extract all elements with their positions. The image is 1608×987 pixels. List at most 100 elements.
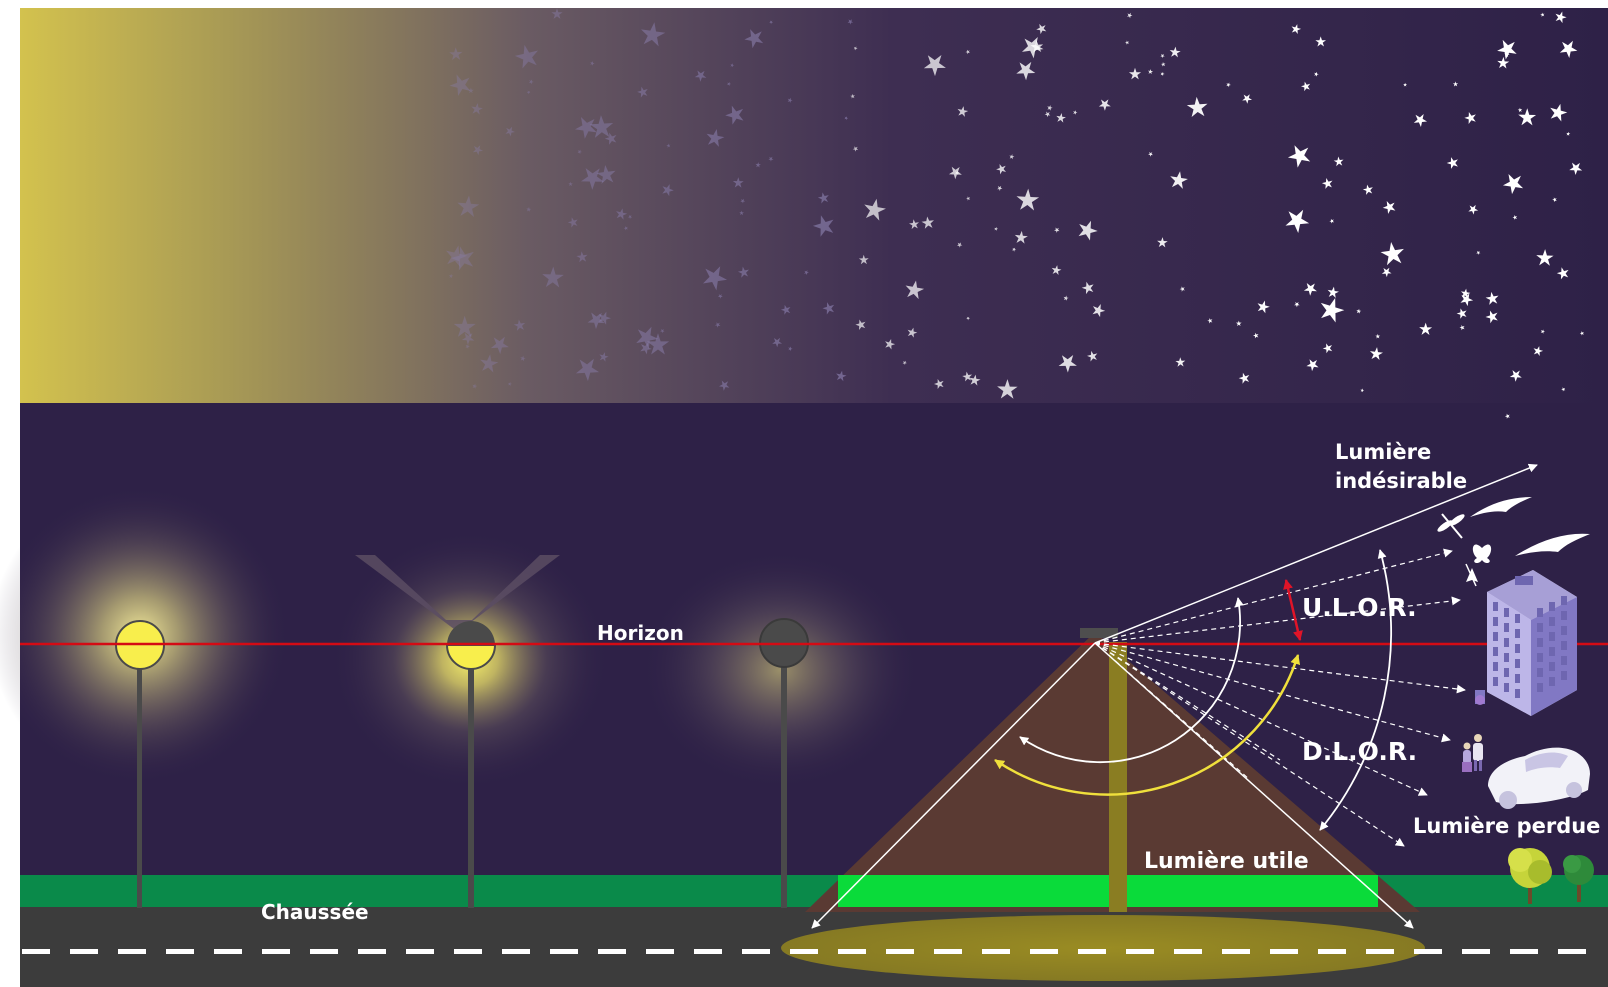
road-dash: [886, 949, 914, 954]
building-window: [1504, 668, 1509, 677]
lamp2-pole: [468, 655, 474, 908]
road-dash: [358, 949, 386, 954]
car-icon: [1488, 747, 1590, 809]
dlor-label: D.L.O.R.: [1302, 737, 1417, 766]
building-window: [1515, 614, 1520, 623]
building-window: [1504, 638, 1509, 647]
road-dash: [70, 949, 98, 954]
road-dash: [1270, 949, 1298, 954]
road-dash: [742, 949, 770, 954]
dashed-ray-1: [1094, 548, 1453, 644]
road-dash: [1222, 949, 1250, 954]
road-dash: [838, 949, 866, 954]
roadway-label: Chaussée: [261, 900, 369, 924]
road-dash: [1414, 949, 1442, 954]
road-dash: [646, 949, 674, 954]
building-window: [1549, 677, 1555, 686]
road-centerline: [22, 949, 1586, 954]
building-window: [1549, 617, 1555, 626]
road-dash: [1462, 949, 1490, 954]
building-window: [1493, 632, 1498, 641]
road-dash: [118, 949, 146, 954]
main-lamp-pole: [1109, 642, 1127, 912]
road-dash: [1366, 949, 1394, 954]
building-window: [1504, 653, 1509, 662]
lamp2-upward-beams: [355, 555, 560, 632]
building-window: [1515, 689, 1520, 698]
road-dash: [454, 949, 482, 954]
moth-icon: [1465, 563, 1478, 587]
lost-light-label: Lumière perdue: [1413, 814, 1600, 838]
useful-light-pool: [781, 915, 1425, 981]
road-dash: [22, 949, 50, 954]
building-icon: [1475, 570, 1577, 716]
building-window: [1515, 629, 1520, 638]
building-window: [1537, 638, 1543, 647]
bird-icon: [1470, 497, 1532, 517]
building-window: [1561, 596, 1567, 605]
building-window: [1561, 656, 1567, 665]
road-dash: [1126, 949, 1154, 954]
lamp2-shade: [447, 621, 495, 645]
lamp2-globe: [445, 644, 497, 670]
building-window: [1493, 662, 1498, 671]
road-dash: [262, 949, 290, 954]
dashed-ray-2: [1094, 596, 1461, 644]
unwanted-light-label-line1: Lumière: [1335, 440, 1431, 464]
unwanted-light-label-line2: indésirable: [1335, 469, 1467, 493]
butterfly-icon: [1472, 544, 1492, 564]
road-dash: [1030, 949, 1058, 954]
building-window: [1493, 677, 1498, 686]
building-window: [1561, 671, 1567, 680]
building-window: [1537, 608, 1543, 617]
building-window: [1549, 662, 1555, 671]
total-light-arc: [1319, 549, 1393, 831]
ulor-label: U.L.O.R.: [1302, 593, 1417, 622]
building-window: [1493, 602, 1498, 611]
lamp3-pole: [781, 660, 787, 908]
building-window: [1537, 623, 1543, 632]
sky-gradient: [20, 8, 1608, 405]
lamp3-glow: [640, 550, 920, 790]
bird-icon: [1515, 533, 1590, 556]
road-dash: [406, 949, 434, 954]
dragonfly-icon: [1437, 513, 1465, 539]
lamp1-pole: [137, 652, 142, 908]
building-window: [1504, 608, 1509, 617]
road-dash: [598, 949, 626, 954]
road-dash: [310, 949, 338, 954]
building-window: [1504, 683, 1509, 692]
building-window: [1515, 674, 1520, 683]
road-dash: [502, 949, 530, 954]
building-window: [1549, 647, 1555, 656]
tree-icon: [1563, 855, 1594, 902]
building-window: [1561, 611, 1567, 620]
road-dash: [982, 949, 1010, 954]
road-dash: [1510, 949, 1538, 954]
useful-light-label: Lumière utile: [1144, 849, 1309, 874]
useful-light-ground: [838, 875, 1378, 907]
building-window: [1537, 683, 1543, 692]
horizon-label: Horizon: [597, 621, 684, 645]
building-window: [1537, 668, 1543, 677]
building-window: [1515, 659, 1520, 668]
ulor-red-arrow: [1283, 579, 1303, 641]
pedestrian-icon: [1462, 734, 1483, 772]
road-dash: [934, 949, 962, 954]
tree-icon: [1508, 848, 1552, 904]
road-dash: [1174, 949, 1202, 954]
building-window: [1493, 647, 1498, 656]
building-window: [1504, 623, 1509, 632]
building-window: [1537, 653, 1543, 662]
road-dash: [790, 949, 818, 954]
building-window: [1561, 641, 1567, 650]
road-dash: [166, 949, 194, 954]
road-dash: [694, 949, 722, 954]
building-window: [1561, 626, 1567, 635]
road-dash: [1318, 949, 1346, 954]
road-dash: [214, 949, 242, 954]
useful-light-arc: [994, 654, 1301, 796]
road-dash: [1558, 949, 1586, 954]
road-dash: [550, 949, 578, 954]
